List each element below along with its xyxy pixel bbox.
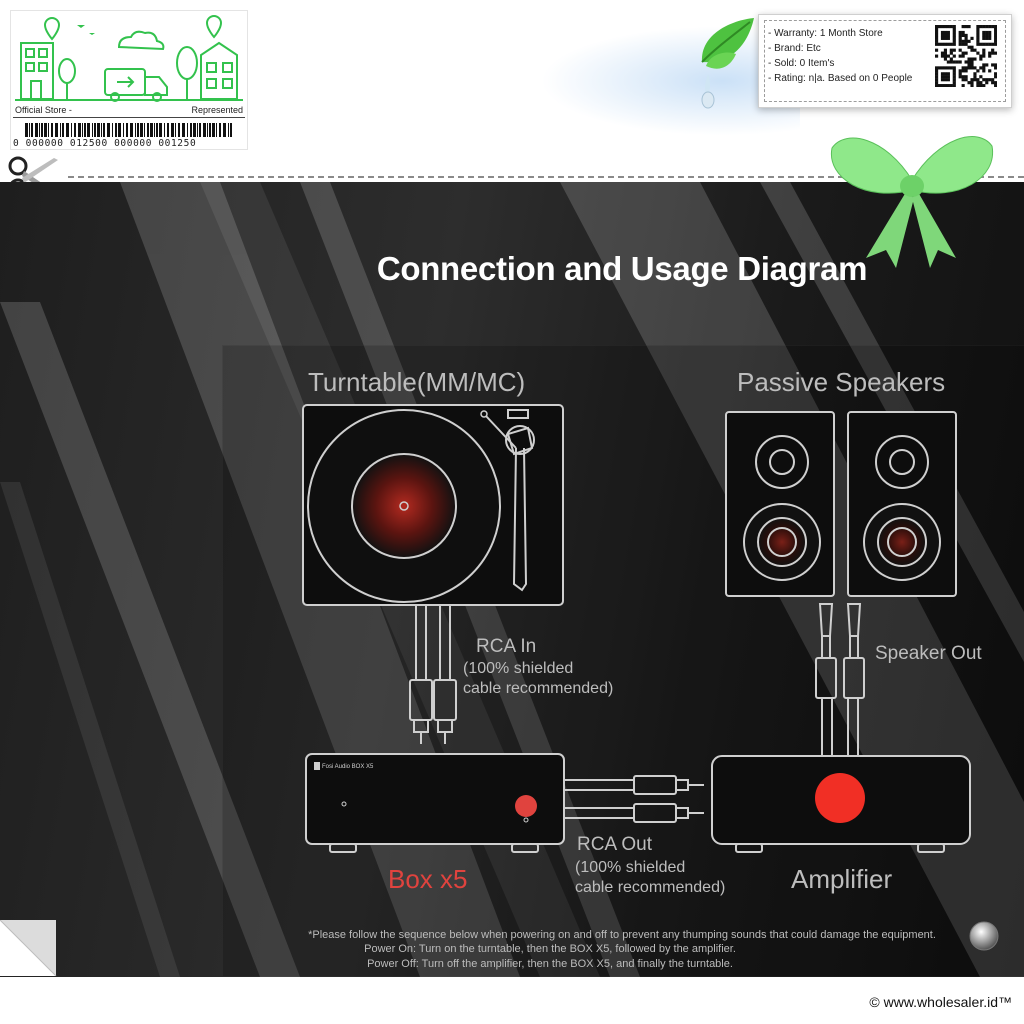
city-illustration-icon: [15, 15, 243, 102]
rca-in-cables: [409, 606, 457, 744]
leaf-icon: [701, 18, 754, 109]
speakers-label: Passive Speakers: [737, 367, 946, 397]
store-represented-label: Represented: [191, 105, 243, 115]
store-official-label: Official Store -: [15, 105, 72, 115]
warranty-text: - Warranty: 1 Month Store: [768, 28, 883, 39]
copyright-text: © www.wholesaler.id™: [869, 994, 1012, 1010]
power-note-line-3: Power Off: Turn off the amplifier, then …: [367, 958, 733, 970]
rca-in-label: RCA In: [476, 636, 537, 657]
cut-dashed-line: [68, 176, 1024, 178]
rca-out-note-line-2: cable recommended): [575, 879, 726, 896]
speaker-out-label: Speaker Out: [875, 643, 982, 664]
barcode-icon: [25, 123, 232, 137]
rca-out-cables: [564, 775, 704, 823]
amplifier-illustration: [711, 755, 971, 853]
speakers-illustration: [725, 411, 957, 597]
box-x5-illustration: [305, 753, 565, 853]
speaker-left: [725, 411, 835, 597]
box-brand-label: Fosi Audio BOX X5: [322, 764, 374, 770]
qr-code-icon: [935, 25, 997, 87]
barcode-number: 0 000000 012500 000000 001250: [13, 138, 197, 149]
box-x5-label: Box x5: [388, 864, 468, 894]
product-info-box: - Warranty: 1 Month Store - Brand: Etc -…: [758, 14, 1012, 108]
turntable-label: Turntable(MM/MC): [308, 367, 526, 397]
store-card: Official Store - Represented 0 000000 01…: [10, 10, 248, 150]
rca-in-note-line-1: (100% shielded: [463, 660, 574, 677]
rca-out-note-line-1: (100% shielded: [575, 859, 686, 876]
turntable-illustration: [302, 404, 564, 606]
power-note-line-2: Power On: Turn on the turntable, then th…: [364, 943, 736, 955]
brand-text: - Brand: Etc: [768, 43, 821, 54]
rca-out-label: RCA Out: [577, 834, 652, 855]
ribbon-bow-icon: [830, 136, 994, 268]
page-curl-icon: [0, 920, 57, 976]
rating-text: - Rating: n|a. Based on 0 People: [768, 73, 913, 84]
sold-text: - Sold: 0 Item's: [768, 58, 835, 69]
sparkle-glow: [540, 26, 800, 136]
speaker-right: [847, 411, 957, 597]
diagram-title: Connection and Usage Diagram: [376, 250, 868, 287]
metal-button-icon[interactable]: [968, 920, 1000, 952]
rca-in-note-line-2: cable recommended): [463, 680, 614, 697]
amplifier-label: Amplifier: [791, 864, 893, 894]
store-divider: [13, 117, 245, 118]
speaker-out-cables: [815, 603, 865, 756]
info-dashed-border: [764, 20, 1006, 102]
power-note-line-1: *Please follow the sequence below when p…: [308, 929, 936, 941]
